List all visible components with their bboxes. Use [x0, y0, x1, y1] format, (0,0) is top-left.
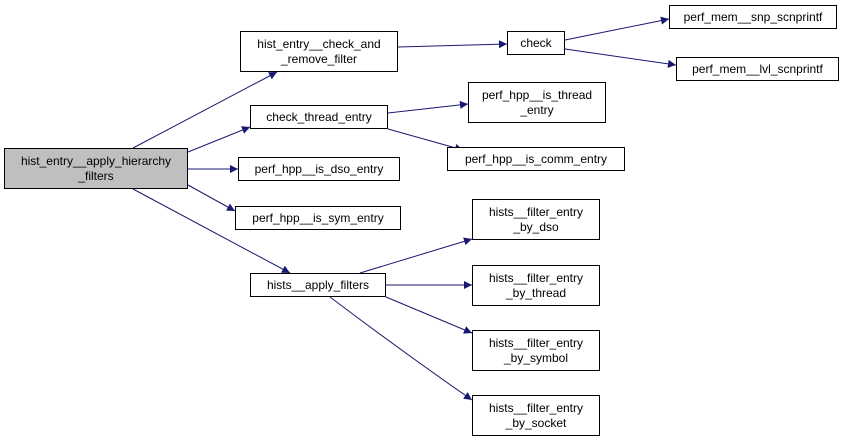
- edge-apply-filters-to-by-symbol: [385, 296, 473, 334]
- node-label-line: _by_dso: [513, 219, 559, 234]
- node-label-line: perf_mem__snp_scnprintf: [683, 9, 823, 24]
- node-label-line: _entry: [520, 102, 554, 117]
- edge-check-and-remove-to-check: [397, 40, 508, 49]
- node-check-thread-entry[interactable]: check_thread_entry: [250, 105, 388, 129]
- node-label-line: check: [520, 35, 552, 50]
- node-label-line: hists__filter_entry: [488, 400, 584, 415]
- node-perf-mem-snp-scnprintf[interactable]: perf_mem__snp_scnprintf: [669, 5, 837, 29]
- node-label-line: hists__apply_filters: [266, 277, 370, 292]
- edge-root-to-is-sym: [187, 184, 236, 212]
- node-hist-entry-check-and-remove-filter[interactable]: hist_entry__check_and _remove_filter: [240, 31, 398, 72]
- node-hists-filter-entry-by-dso[interactable]: hists__filter_entry _by_dso: [472, 199, 600, 240]
- edge-check-thread-to-is-comm: [387, 128, 464, 152]
- node-label-line: perf_mem__lvl_scnprintf: [692, 61, 823, 76]
- edge-root-to-check-thread: [187, 126, 251, 153]
- node-label-line: _filters: [78, 168, 114, 183]
- edge-apply-filters-to-by-dso: [359, 237, 473, 274]
- node-label-line: perf_hpp__is_comm_entry: [464, 151, 608, 166]
- node-check[interactable]: check: [507, 31, 565, 55]
- node-label-line: _by_thread: [505, 285, 567, 300]
- node-perf-hpp-is-dso-entry[interactable]: perf_hpp__is_dso_entry: [238, 157, 400, 181]
- node-perf-hpp-is-comm-entry[interactable]: perf_hpp__is_comm_entry: [447, 147, 625, 171]
- edge-root-to-check-and-remove: [132, 71, 278, 149]
- node-hists-apply-filters[interactable]: hists__apply_filters: [250, 273, 386, 297]
- node-hists-filter-entry-by-symbol[interactable]: hists__filter_entry _by_symbol: [472, 330, 600, 371]
- edge-root-to-apply-filters: [132, 188, 291, 274]
- edge-check-to-snp: [564, 16, 670, 41]
- node-label-line: _by_symbol: [503, 350, 569, 365]
- node-label-line: hist_entry__check_and: [257, 36, 381, 51]
- node-label-line: hist_entry__apply_hierarchy: [20, 153, 172, 168]
- node-label-line: hists__filter_entry: [488, 204, 584, 219]
- edge-check-to-lvl: [564, 48, 677, 68]
- node-label-line: perf_hpp__is_sym_entry: [252, 210, 384, 225]
- node-label-line: hists__filter_entry: [488, 335, 584, 350]
- node-label-line: perf_hpp__is_dso_entry: [254, 161, 384, 176]
- edge-apply-filters-to-by-socket: [329, 296, 473, 401]
- node-label-line: hists__filter_entry: [488, 270, 584, 285]
- node-perf-hpp-is-thread-entry[interactable]: perf_hpp__is_thread _entry: [468, 82, 606, 123]
- node-label-line: _remove_filter: [280, 51, 358, 66]
- node-perf-mem-lvl-scnprintf[interactable]: perf_mem__lvl_scnprintf: [676, 57, 839, 81]
- node-hists-filter-entry-by-thread[interactable]: hists__filter_entry _by_thread: [472, 265, 600, 306]
- node-hists-filter-entry-by-socket[interactable]: hists__filter_entry _by_socket: [472, 395, 600, 436]
- node-perf-hpp-is-sym-entry[interactable]: perf_hpp__is_sym_entry: [235, 206, 401, 230]
- node-label-line: perf_hpp__is_thread: [481, 87, 593, 102]
- edge-check-thread-to-is-thread: [387, 100, 469, 114]
- node-label-line: _by_socket: [505, 415, 567, 430]
- node-hist-entry-apply-hierarchy-filters[interactable]: hist_entry__apply_hierarchy _filters: [4, 148, 188, 189]
- node-label-line: check_thread_entry: [266, 109, 372, 124]
